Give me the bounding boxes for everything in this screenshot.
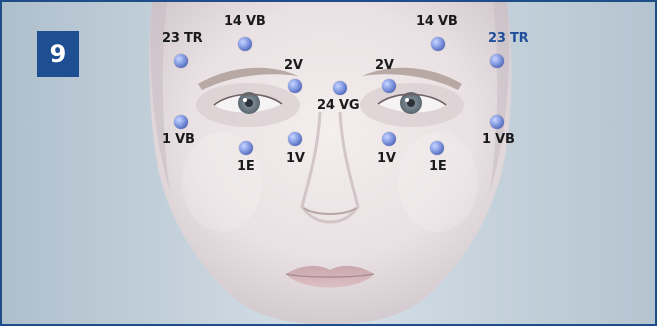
figure-number-badge: 9 xyxy=(37,31,79,77)
figure-number: 9 xyxy=(50,40,67,68)
point-1e-left-label: 1E xyxy=(429,159,447,174)
point-14vb-right-dot xyxy=(238,37,252,51)
point-2v-left-dot xyxy=(382,79,396,93)
point-23tr-right-label: 23 TR xyxy=(162,31,203,46)
point-1v-right-label: 1V xyxy=(286,151,305,166)
point-1e-left-dot xyxy=(430,141,444,155)
point-1vb-left-label: 1 VB xyxy=(482,132,515,147)
point-1vb-right-dot xyxy=(174,115,188,129)
point-14vb-left-dot xyxy=(431,37,445,51)
point-24vg-dot xyxy=(333,81,347,95)
point-24vg-label: 24 VG xyxy=(317,98,359,113)
point-14vb-left-label: 14 VB xyxy=(416,14,458,29)
point-1v-right-dot xyxy=(288,132,302,146)
point-1v-left-label: 1V xyxy=(377,151,396,166)
point-1e-right-label: 1E xyxy=(237,159,255,174)
point-23tr-left-label: 23 TR xyxy=(488,31,529,46)
point-2v-right-label: 2V xyxy=(284,58,303,73)
point-23tr-right-dot xyxy=(174,54,188,68)
point-2v-left-label: 2V xyxy=(375,58,394,73)
point-1e-right-dot xyxy=(239,141,253,155)
point-1vb-right-label: 1 VB xyxy=(162,132,195,147)
point-14vb-right-label: 14 VB xyxy=(224,14,266,29)
point-1v-left-dot xyxy=(382,132,396,146)
point-2v-right-dot xyxy=(288,79,302,93)
point-23tr-left-dot xyxy=(490,54,504,68)
point-1vb-left-dot xyxy=(490,115,504,129)
